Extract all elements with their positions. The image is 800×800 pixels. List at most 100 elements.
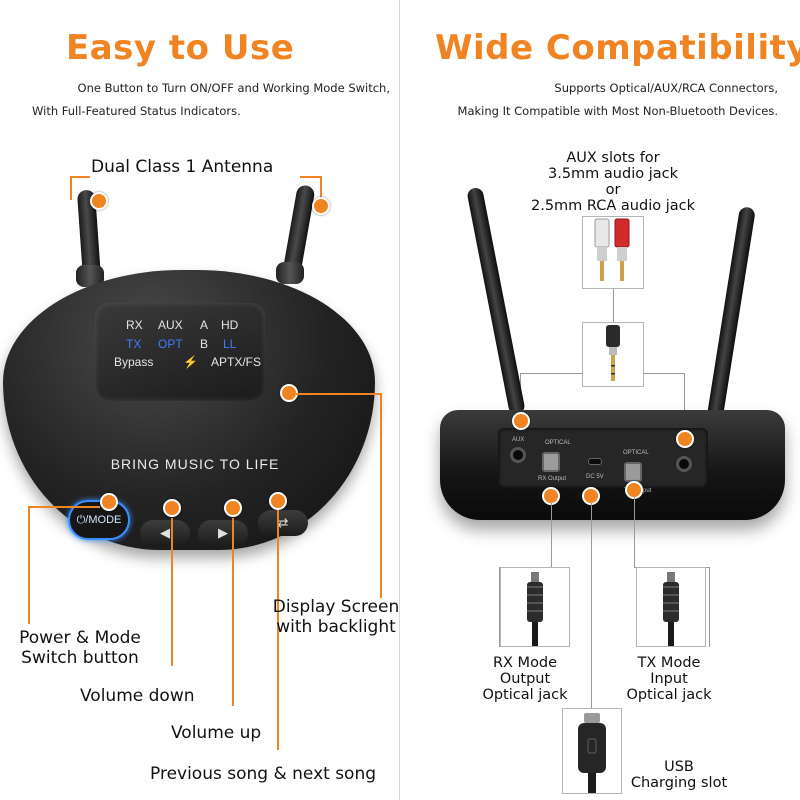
vol-down-callout [171, 518, 173, 666]
left-subtitle-line1: One Button to Turn ON/OFF and Working Mo… [77, 81, 390, 95]
aux-jack-box [582, 322, 644, 387]
tx-label-line3: Optical jack [626, 687, 712, 703]
aux-port [510, 447, 526, 463]
port-label-aux: AUX [512, 437, 525, 443]
left-heading: Easy to Use [66, 28, 295, 68]
screen-callout-h [296, 393, 381, 395]
screen-rx: RX [126, 318, 143, 332]
micro-usb-icon [578, 713, 606, 793]
display-label-line2: with backlight [276, 617, 396, 637]
aux-label-line2: 3.5mm audio jack [548, 166, 678, 182]
right-subtitle-line1: Supports Optical/AUX/RCA Connectors, [554, 81, 778, 95]
tx-callout-v2 [709, 567, 710, 647]
antenna-rear-left [466, 186, 526, 416]
rx-label-line1: RX Mode [492, 655, 558, 671]
aux-bracket-v-right [684, 373, 685, 437]
antenna-callout-right-v [320, 176, 322, 200]
aux-label-line4: 2.5mm RCA audio jack [531, 198, 695, 214]
usb-label: USB Charging slot [624, 759, 734, 791]
power-label-line1: Power & Mode [19, 628, 141, 648]
optical-tx-port [624, 462, 642, 482]
right-heading: Wide Compatibility [435, 28, 800, 68]
screen-aux: AUX [158, 318, 183, 332]
aux-slot-label: AUX slots for 3.5mm audio jack or 2.5mm … [524, 150, 702, 214]
rx-optical-cable-box [500, 567, 570, 647]
track-button[interactable]: ⇄ [258, 510, 308, 536]
volume-down-dot [163, 499, 181, 517]
screen-b: B [200, 337, 209, 351]
antenna-callout-right [300, 176, 322, 178]
tx-callout-v [634, 497, 635, 568]
volume-down-button[interactable]: ◀ [140, 520, 190, 546]
track-callout [277, 510, 279, 750]
aux-dot-left [512, 412, 530, 430]
aux-dot-right [676, 430, 694, 448]
aux-label-line3: or [605, 182, 621, 198]
screen-hd: HD [221, 318, 239, 332]
aux-label-line1: AUX slots for [566, 150, 660, 166]
display-screen [95, 303, 265, 401]
antenna-callout-left-v [70, 176, 72, 200]
right-subtitle-line2: Making It Compatible with Most Non-Bluet… [457, 104, 778, 118]
port-label-optical-rx: OPTICAL [545, 440, 571, 446]
optical-cable-icon-2 [663, 572, 679, 646]
left-subtitle-line2: With Full-Featured Status Indicators. [32, 104, 241, 118]
antenna-callout-left [70, 176, 90, 178]
power-callout-h [28, 506, 100, 508]
tx-label-line2: Input [650, 671, 688, 687]
rca-plug-icon [594, 218, 630, 281]
antenna-label: Dual Class 1 Antenna [91, 157, 274, 177]
screen-bypass: Bypass [114, 355, 154, 369]
left-subtitle: One Button to Turn ON/OFF and Working Mo… [30, 77, 390, 123]
rx-callout-v [551, 503, 552, 568]
tx-mode-label: TX Mode Input Optical jack [619, 655, 719, 703]
antenna-base-left [76, 265, 104, 287]
right-subtitle: Supports Optical/AUX/RCA Connectors, Mak… [410, 77, 778, 123]
screen-opt: OPT [158, 337, 183, 351]
screen-ll: LL [223, 337, 237, 351]
track-button-dot [269, 492, 287, 510]
power-label-line2: Switch button [21, 648, 139, 668]
screen-bolt-icon: ⚡ [183, 355, 198, 369]
device-slogan: BRING MUSIC TO LIFE [110, 456, 280, 472]
volume-down-label: Volume down [80, 686, 195, 706]
volume-up-label: Volume up [171, 723, 262, 743]
display-screen-label: Display Screen with backlight [263, 597, 409, 637]
rx-label-line2: Output [499, 671, 551, 687]
power-callout-v [28, 506, 30, 624]
port-label-dc: DC 5V [586, 474, 604, 480]
rear-port-panel [498, 428, 708, 488]
power-mode-label: Power & Mode Switch button [6, 628, 154, 668]
aux-bracket-h-right [643, 373, 685, 374]
power-button-dot [100, 493, 118, 511]
aux-port-2 [676, 456, 692, 472]
power-mode-button[interactable]: ⏻/MODE [68, 500, 130, 540]
center-divider [399, 0, 400, 800]
antenna-rear-right [704, 206, 756, 436]
antenna-base-right [276, 262, 304, 284]
port-label-rx-output: RX Output [538, 476, 567, 482]
usb-port [588, 458, 602, 465]
optical-rx-port [542, 452, 560, 472]
screen-aptx: APTX/FS [211, 355, 262, 369]
optical-cable-icon [527, 572, 543, 646]
antenna-dot-left [90, 192, 108, 210]
aux-jack-icon [606, 325, 620, 381]
volume-up-dot [224, 499, 242, 517]
screen-callout-v [380, 393, 382, 598]
rx-callout-v2 [499, 567, 500, 647]
usb-label-line1: USB [664, 759, 694, 775]
track-label: Previous song & next song [150, 764, 377, 784]
screen-tx: TX [126, 337, 142, 351]
display-label-line1: Display Screen [272, 597, 400, 617]
vol-up-callout [232, 518, 234, 706]
usb-label-line2: Charging slot [630, 775, 728, 791]
volume-up-button[interactable]: ▶ [198, 520, 248, 546]
usb-callout-v [591, 503, 592, 708]
port-label-optical-tx: OPTICAL [623, 450, 649, 456]
rca-connector-line [613, 289, 614, 322]
usb-cable-box [562, 708, 622, 794]
tx-label-line1: TX Mode [637, 655, 701, 671]
rca-connector-box [582, 216, 644, 289]
tx-optical-cable-box [636, 567, 706, 647]
